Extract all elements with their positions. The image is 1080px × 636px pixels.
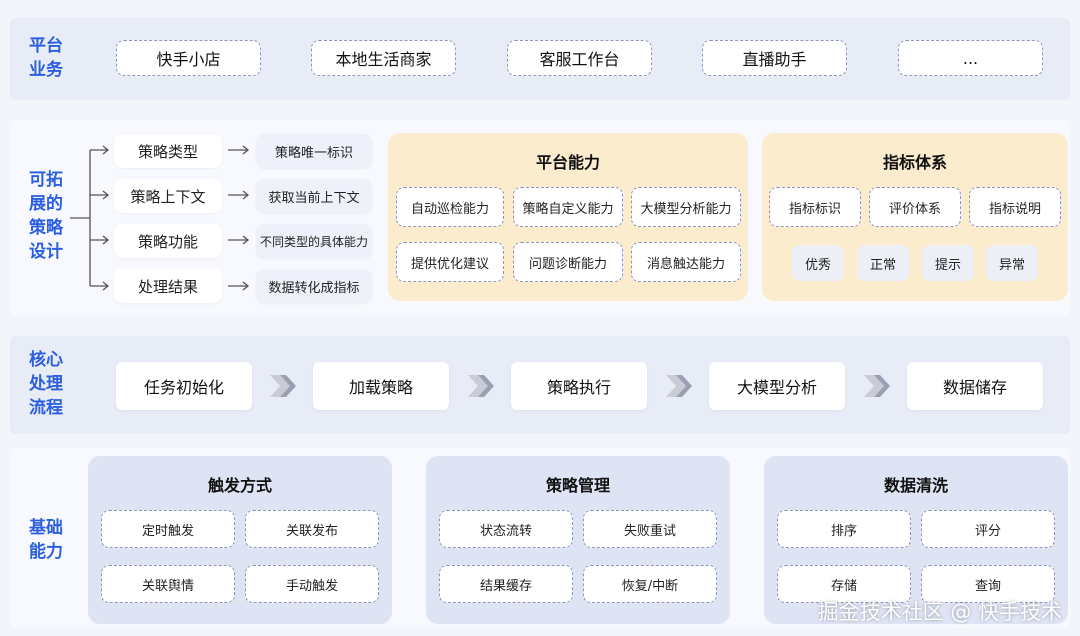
metrics-panel: 指标体系 指标标识 评价体系 指标说明 优秀 正常 提示 异常	[762, 133, 1068, 301]
base-panel-strategy: 策略管理 状态流转 失败重试 结果缓存 恢复/中断	[426, 456, 730, 624]
capability-item: 提供优化建议	[396, 242, 504, 282]
metrics-item: 指标说明	[969, 187, 1061, 227]
platform-item: ...	[898, 40, 1043, 76]
base-item: 评分	[921, 510, 1055, 548]
platform-label: 平台 业务	[29, 36, 63, 80]
core-step: 数据储存	[907, 362, 1043, 410]
base-item: 存储	[777, 565, 911, 603]
strategy-row-name: 策略上下文	[114, 179, 222, 213]
flow-arrow-icon	[270, 375, 296, 397]
base-item: 关联舆情	[101, 565, 235, 603]
platform-item: 客服工作台	[507, 40, 652, 76]
base-item: 状态流转	[439, 510, 573, 548]
base-item: 手动触发	[245, 565, 379, 603]
capability-item: 消息触达能力	[631, 242, 741, 282]
base-item: 排序	[777, 510, 911, 548]
core-step: 大模型分析	[709, 362, 845, 410]
strategy-row-name: 策略功能	[114, 224, 222, 258]
base-panel-trigger: 触发方式 定时触发 关联发布 关联舆情 手动触发	[88, 456, 392, 624]
capability-title: 平台能力	[535, 153, 600, 172]
metrics-item: 评价体系	[869, 187, 961, 227]
rating-item: 正常	[857, 245, 909, 281]
watermark: 掘金技术社区 @ 快手技术	[817, 600, 1062, 624]
strategy-row-name: 策略类型	[114, 134, 222, 168]
core-step: 策略执行	[511, 362, 647, 410]
base-item: 关联发布	[245, 510, 379, 548]
base-panel-title: 数据清洗	[883, 476, 948, 495]
flow-arrow-icon	[468, 375, 494, 397]
core-step: 任务初始化	[116, 362, 252, 410]
base-label: 基础 能力	[29, 518, 63, 562]
capability-item: 大模型分析能力	[631, 187, 741, 227]
rating-item: 优秀	[792, 245, 844, 281]
platform-item: 本地生活商家	[311, 40, 456, 76]
platform-item: 快手小店	[116, 40, 261, 76]
flow-arrow-icon	[666, 375, 692, 397]
rating-item: 异常	[986, 245, 1038, 281]
capability-panel: 平台能力 自动巡检能力 策略自定义能力 大模型分析能力 提供优化建议 问题诊断能…	[388, 133, 748, 301]
strategy-row-desc: 获取当前上下文	[256, 179, 372, 213]
strategy-row-desc: 数据转化成指标	[256, 269, 372, 303]
rating-item: 提示	[922, 245, 974, 281]
strategy-row-desc: 不同类型的具体能力	[256, 224, 372, 258]
capability-item: 问题诊断能力	[513, 242, 623, 282]
base-panel-cleaning: 数据清洗 排序 评分 存储 查询	[764, 456, 1068, 624]
core-label: 核心 处理 流程	[29, 350, 63, 418]
base-item: 结果缓存	[439, 565, 573, 603]
base-panel-title: 触发方式	[207, 476, 272, 495]
capability-item: 策略自定义能力	[513, 187, 623, 227]
strategy-label: 可拓 展的 策略 设计	[29, 170, 63, 262]
base-panel-title: 策略管理	[545, 476, 610, 495]
core-step: 加载策略	[313, 362, 449, 410]
base-item: 失败重试	[583, 510, 717, 548]
strategy-row-desc: 策略唯一标识	[256, 134, 372, 168]
metrics-item: 指标标识	[769, 187, 861, 227]
platform-item: 直播助手	[702, 40, 847, 76]
metrics-title: 指标体系	[882, 153, 947, 172]
base-item: 查询	[921, 565, 1055, 603]
base-item: 定时触发	[101, 510, 235, 548]
capability-item: 自动巡检能力	[396, 187, 504, 227]
flow-arrow-icon	[864, 375, 890, 397]
strategy-row-name: 处理结果	[114, 269, 222, 303]
base-item: 恢复/中断	[583, 565, 717, 603]
